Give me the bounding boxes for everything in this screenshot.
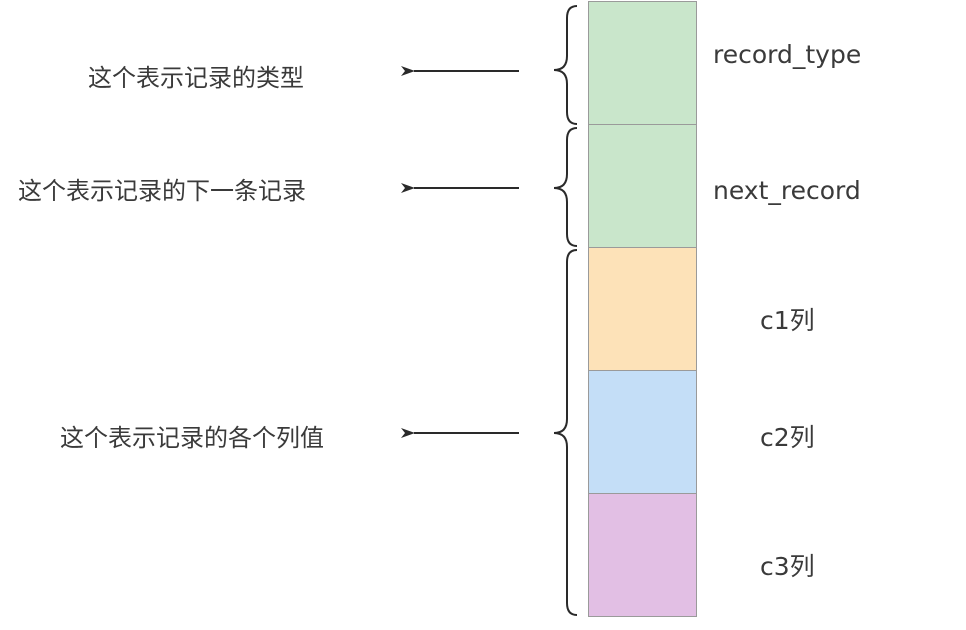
annotation-next-record: 这个表示记录的下一条记录 (18, 177, 306, 205)
field-label-next-record: next_record (713, 176, 861, 205)
brace-column-values (553, 249, 578, 616)
field-cell-c2 (588, 370, 697, 494)
field-cell-c3 (588, 493, 697, 617)
annotation-column-values: 这个表示记录的各个列值 (60, 424, 324, 452)
field-cell-record-type (588, 1, 697, 125)
field-label-c3: c3列 (760, 552, 815, 581)
brace-next-record (553, 127, 578, 247)
field-label-record-type: record_type (713, 40, 862, 69)
field-label-c1: c1列 (760, 306, 815, 335)
field-cell-next-record (588, 124, 697, 248)
brace-record-type (553, 5, 578, 125)
field-label-c2: c2列 (760, 423, 815, 452)
annotation-record-type: 这个表示记录的类型 (88, 64, 304, 92)
